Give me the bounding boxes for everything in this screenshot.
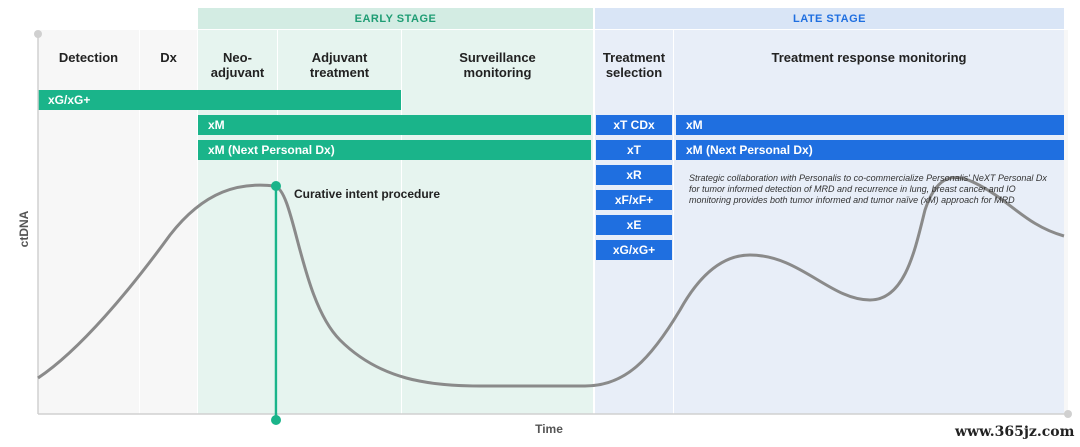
bar-xr: xR [596, 165, 672, 185]
phase-adjuvant-line2: treatment [309, 65, 370, 80]
phase-treatment-selection: Treatment selection [595, 50, 673, 80]
divider-adjuvant-surveillance [401, 30, 402, 414]
x-axis-label: Time [535, 422, 563, 436]
divider-selection-response [673, 30, 674, 414]
bar-xg-late: xG/xG+ [596, 240, 672, 260]
curative-intent-label: Curative intent procedure [294, 187, 441, 201]
phase-surveillance-line1: Surveillance [459, 50, 536, 65]
bar-xm-next-late: xM (Next Personal Dx) [676, 140, 1064, 160]
bar-xt-cdx: xT CDx [596, 115, 672, 135]
early-stage-header: EARLY STAGE [198, 8, 593, 29]
divider-neoadjuvant-adjuvant [277, 30, 278, 414]
bar-xm-late: xM [676, 115, 1064, 135]
bar-xg-detection: xG/xG+ [38, 90, 401, 110]
phase-treatment-selection-line1: Treatment [602, 50, 666, 65]
y-axis-end-dot [34, 30, 42, 38]
bar-xm-early: xM [198, 115, 591, 135]
bar-xt: xT [596, 140, 672, 160]
procedure-top-marker [271, 181, 281, 191]
phase-neoadjuvant-line2: adjuvant [210, 65, 265, 80]
phase-adjuvant: Adjuvant treatment [278, 50, 401, 80]
x-axis-end-dot [1064, 410, 1072, 418]
phase-treatment-selection-line2: selection [605, 65, 663, 80]
partnership-note: Strategic collaboration with Personalis … [689, 173, 1047, 205]
phase-surveillance: Surveillance monitoring [402, 50, 593, 80]
divider-early-late [593, 8, 595, 414]
y-axis-label: ctDNA [17, 210, 31, 248]
divider-detection-dx [139, 30, 140, 414]
bar-xe: xE [596, 215, 672, 235]
watermark-text: www.365jz.com [955, 424, 1075, 440]
phase-response-monitoring: Treatment response monitoring [771, 50, 967, 65]
phase-neoadjuvant: Neo- adjuvant [198, 50, 277, 80]
phase-detection: Detection [58, 50, 119, 65]
divider-dx-neoadjuvant [197, 30, 198, 414]
ctdna-curve [37, 176, 1065, 388]
phase-surveillance-line2: monitoring [463, 65, 532, 80]
bar-xf: xF/xF+ [596, 190, 672, 210]
late-stage-header: LATE STAGE [595, 8, 1064, 29]
phase-adjuvant-line1: Adjuvant [311, 50, 368, 65]
phase-dx: Dx [160, 50, 177, 65]
phase-neoadjuvant-line1: Neo- [223, 50, 252, 65]
procedure-bottom-marker [271, 415, 281, 425]
bar-xm-next-early: xM (Next Personal Dx) [198, 140, 591, 160]
